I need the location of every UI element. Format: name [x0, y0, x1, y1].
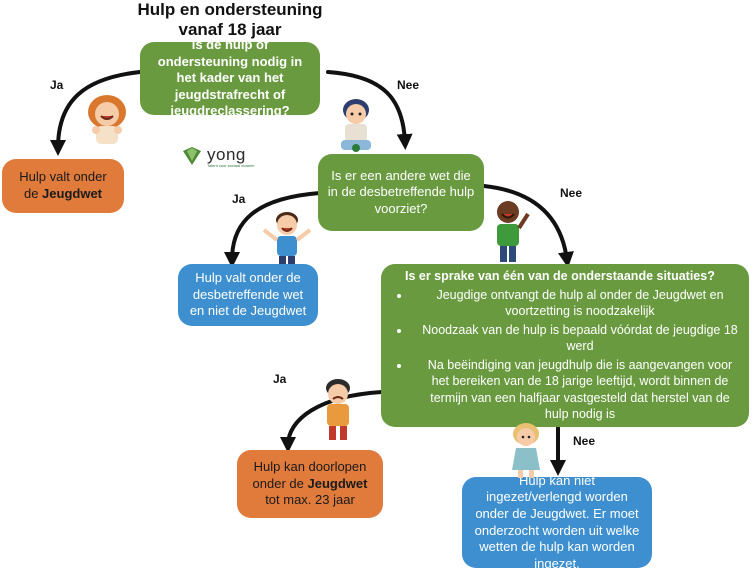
label-nee-2: Nee — [560, 186, 583, 200]
label-ja-2: Ja — [232, 192, 246, 206]
outcome-3-pre: Hulp kan doorlopen onder de — [252, 459, 367, 491]
diamond-logo-icon — [183, 147, 201, 165]
situation-item: Na beëindiging van jeugdhulp die is aang… — [411, 357, 739, 423]
outcome-3-text: Hulp kan doorlopen onder de Jeugdwet tot… — [247, 459, 373, 509]
outcome-3-post: tot max. 23 jaar — [265, 492, 355, 508]
label-ja-3: Ja — [273, 372, 287, 386]
outcome-2-text: Hulp valt onder de desbetreffende wet en… — [189, 270, 307, 319]
arrow-q3-ja — [280, 390, 384, 453]
diagram-title: Hulp en ondersteuning vanaf 18 jaar — [130, 0, 330, 39]
question-1-text: Is de hulp of ondersteuning nodig in het… — [157, 36, 303, 119]
cheering-boy-icon — [262, 212, 312, 264]
label-ja-1: Ja — [50, 78, 64, 92]
label-nee-3: Nee — [573, 434, 596, 448]
crying-girl-icon — [88, 95, 126, 144]
question-2-box: Is er een andere wet die in de desbetref… — [318, 154, 484, 231]
question-2-text: Is er een andere wet die in de desbetref… — [327, 167, 475, 216]
arrow-q1-nee — [326, 70, 413, 150]
question-1-box: Is de hulp of ondersteuning nodig in het… — [140, 37, 320, 118]
outcome-4-box: Hulp kan niet ingezet/verlengd worden on… — [462, 473, 652, 571]
situation-item: Jeugdige ontvangt de hulp al onder de Je… — [411, 287, 739, 320]
waving-boy-icon — [497, 201, 530, 262]
yong-logo: yong Talent voor sociaal domein — [181, 145, 261, 168]
question-3-text: Is er sprake van één van de onderstaande… — [405, 269, 715, 283]
sitting-boy-icon — [341, 99, 371, 152]
sad-boy-icon — [326, 379, 350, 440]
title-line-2: vanaf 18 jaar — [178, 19, 282, 39]
outcome-1-box: Hulp valt onder de Jeugdwet — [2, 159, 124, 213]
situation-list: Jeugdige ontvangt de hulp al onder de Je… — [391, 287, 739, 423]
logo-wordmark: yong — [207, 145, 246, 164]
arrow-q2-nee — [482, 184, 574, 268]
outcome-3-bold: Jeugdwet — [307, 475, 368, 491]
outcome-3-box: Hulp kan doorlopen onder de Jeugdwet tot… — [237, 450, 383, 518]
outcome-4-text: Hulp kan niet ingezet/verlengd worden on… — [474, 472, 640, 571]
situation-item: Noodzaak van de hulp is bepaald vóórdat … — [411, 322, 739, 355]
arrow-q2-ja — [224, 191, 322, 268]
title-line-1: Hulp en ondersteuning — [137, 0, 323, 19]
outcome-1-text: Hulp valt onder de Jeugdwet — [12, 169, 114, 202]
arrow-q1-ja — [50, 70, 142, 156]
outcome-1-bold: Jeugdwet — [42, 186, 103, 201]
outcome-1-pre: Hulp valt onder de — [19, 169, 107, 201]
question-3-box: Is er sprake van één van de onderstaande… — [381, 264, 749, 427]
label-nee-1: Nee — [397, 78, 420, 92]
logo-tagline: Talent voor sociaal domein — [207, 163, 255, 168]
outcome-2-box: Hulp valt onder de desbetreffende wet en… — [178, 264, 318, 326]
worried-girl-icon — [512, 423, 540, 478]
